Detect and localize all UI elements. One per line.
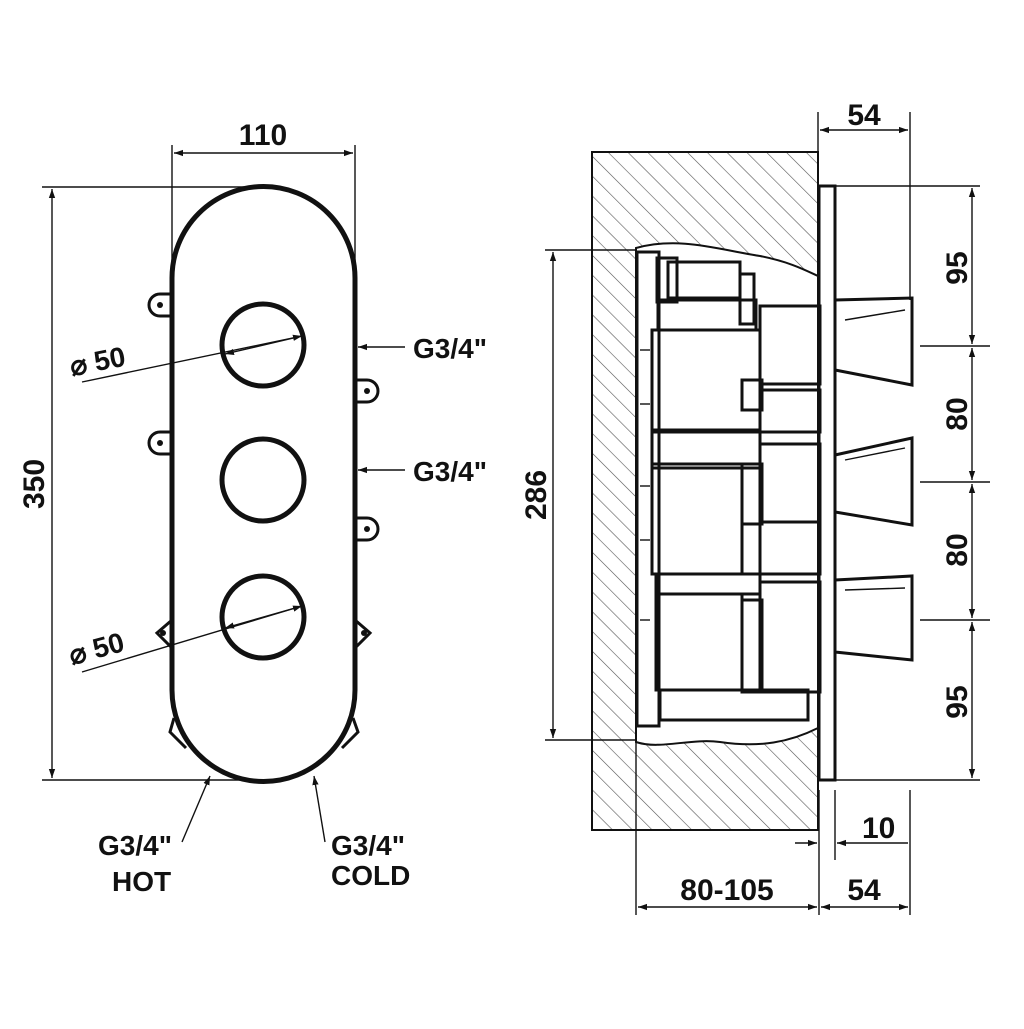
- dim-wall-depth: 80-105: [635, 742, 911, 915]
- dim-spacing-2-label: 80: [941, 397, 974, 430]
- dim-top-depth: 54: [817, 99, 911, 300]
- inlet-cold-caption: COLD: [331, 860, 410, 891]
- knob-middle: [219, 436, 307, 524]
- outlet-2-label: G3/4": [413, 456, 487, 487]
- dim-plate-thickness: 10: [795, 790, 908, 915]
- dim-knob-top-diameter: ⌀ 50: [67, 334, 303, 383]
- knob-top-diameter-label: ⌀ 50: [67, 341, 128, 382]
- faceplate: [169, 184, 358, 784]
- dim-wall-depth-label: 80-105: [680, 874, 773, 907]
- dim-plate-thickness-label: 10: [862, 812, 895, 845]
- knob-bottom: [219, 573, 307, 661]
- dim-body-height-label: 286: [520, 470, 553, 520]
- dim-height: 350: [18, 186, 262, 781]
- front-view: 110 350 ⌀ 50 ⌀ 50 G3/4" G3/4": [18, 119, 487, 897]
- knob-bottom-diameter-label: ⌀ 50: [66, 626, 128, 670]
- outlet-1-label: G3/4": [413, 333, 487, 364]
- valve-body: [635, 250, 822, 728]
- wall-section: [591, 151, 819, 831]
- inlet-cold-label: G3/4": [331, 830, 405, 861]
- dim-height-label: 350: [18, 459, 51, 509]
- dim-top-depth-label: 54: [847, 99, 881, 132]
- handle-bottom: [833, 574, 914, 662]
- side-view: 54 286 95 80 80 95: [520, 99, 990, 915]
- handle-middle: [833, 436, 914, 527]
- inlet-hot-label: G3/4": [98, 830, 172, 861]
- dim-knob-bottom-diameter: ⌀ 50: [66, 605, 303, 673]
- inlet-callouts: G3/4" HOT G3/4" COLD: [98, 775, 410, 897]
- dim-spacing-chain: 95 80 80 95: [836, 185, 990, 781]
- inlet-hot-caption: HOT: [112, 866, 171, 897]
- dim-spacing-4-label: 95: [941, 685, 974, 718]
- knob-top: [219, 301, 307, 389]
- dim-body-height: 286: [520, 249, 636, 741]
- dim-bottom-depth: 54: [821, 874, 908, 911]
- handle-top: [833, 296, 914, 387]
- outlet-callouts: G3/4" G3/4": [358, 333, 487, 487]
- dim-spacing-1-label: 95: [941, 251, 974, 284]
- mounting-tabs: [147, 292, 380, 750]
- dim-width: 110: [171, 119, 356, 265]
- dim-bottom-depth-label: 54: [847, 874, 881, 907]
- dim-width-label: 110: [239, 119, 287, 152]
- dim-spacing-3-label: 80: [941, 533, 974, 566]
